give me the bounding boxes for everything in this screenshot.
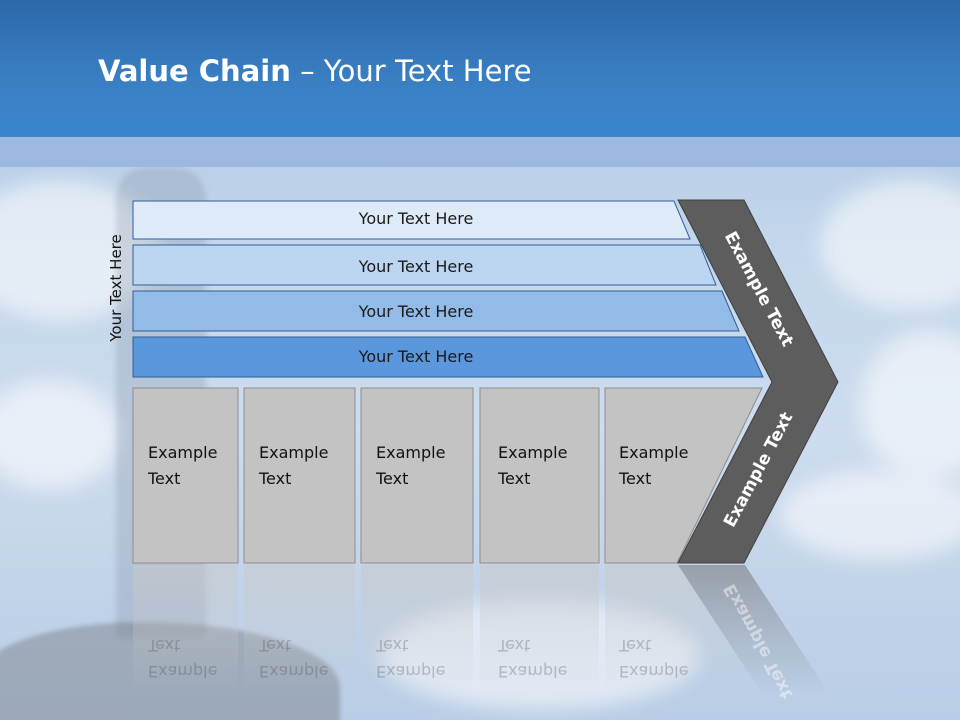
box-label-line: Example — [259, 443, 329, 462]
reflection-text: Example Text — [376, 632, 476, 684]
reflection-line: Example — [376, 662, 446, 681]
box-2 — [243, 387, 356, 564]
box-label-line: Text — [259, 469, 292, 488]
reflection-text: Example Text — [148, 632, 248, 684]
reflection-line: Text — [498, 636, 531, 655]
chevron-arrow — [677, 199, 839, 564]
box-reflection — [480, 565, 599, 695]
header-bar — [0, 0, 960, 137]
box-label-line: Example — [376, 443, 446, 462]
reflection-line: Text — [259, 636, 292, 655]
box-reflection — [605, 565, 764, 695]
box-label-line: Text — [619, 469, 652, 488]
box-label-line: Example — [148, 443, 218, 462]
box-label-line: Text — [498, 469, 531, 488]
band-2 — [132, 244, 717, 286]
box-reflection — [133, 565, 238, 695]
arrow-reflection — [678, 565, 830, 695]
box-1 — [132, 387, 239, 564]
cloud-decoration — [0, 380, 120, 490]
cloud-decoration — [780, 470, 960, 560]
box-reflection — [244, 565, 355, 695]
band-1 — [132, 200, 691, 240]
reflection-line: Example — [498, 662, 568, 681]
box-4 — [479, 387, 600, 564]
box-label-line: Example — [619, 443, 689, 462]
page-title: Value Chain – Your Text Here — [98, 54, 532, 88]
reflection-line: Example — [148, 662, 218, 681]
box-reflection — [361, 565, 473, 695]
box-label-line: Example — [498, 443, 568, 462]
band-label-1: Your Text Here — [358, 209, 474, 228]
band-label-4: Your Text Here — [358, 347, 474, 366]
reflection-line: Text — [376, 636, 409, 655]
reflection-text: Example Text — [259, 632, 359, 684]
reflection-line: Example — [259, 662, 329, 681]
reflection-text: Example Text — [619, 632, 719, 684]
box-label-line: Text — [148, 469, 181, 488]
box-3 — [360, 387, 474, 564]
cloud-decoration — [820, 180, 960, 310]
box-5 — [604, 387, 763, 564]
band-label-3: Your Text Here — [358, 302, 474, 321]
reflection-text: Example Text — [498, 632, 598, 684]
header-strip — [0, 137, 960, 167]
band-3 — [132, 290, 740, 332]
box-label-line: Text — [376, 469, 409, 488]
reflection-group — [133, 565, 830, 695]
reflection-line: Example — [619, 662, 689, 681]
title-rest: – Your Text Here — [290, 54, 532, 88]
band-4 — [132, 336, 764, 378]
reflection-line: Text — [148, 636, 181, 655]
reflection-line: Text — [619, 636, 652, 655]
band-label-2: Your Text Here — [358, 257, 474, 276]
title-bold: Value Chain — [98, 54, 291, 88]
